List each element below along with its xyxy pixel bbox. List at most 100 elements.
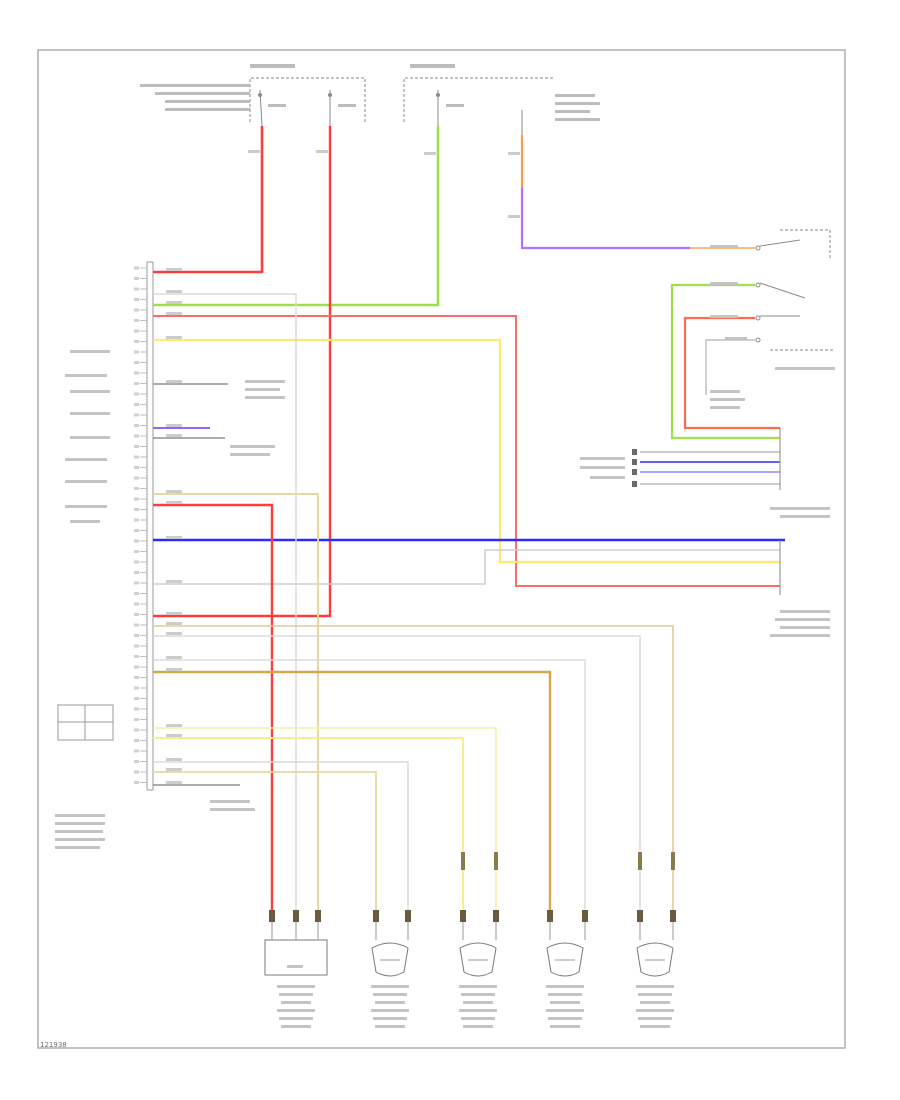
pin-number-mark [134, 781, 139, 784]
label-line [463, 1025, 493, 1028]
wire-tag [166, 290, 182, 293]
pin-number-mark [134, 571, 139, 574]
wire-yellow-green-2 [670, 283, 780, 440]
inline-connector [638, 852, 642, 870]
label-line [640, 1025, 670, 1028]
pin-number-mark [134, 413, 139, 417]
pin-number-mark [134, 592, 139, 595]
label-line [277, 1009, 315, 1012]
wire-purple-1 [520, 188, 690, 250]
pin-number-mark [134, 508, 139, 511]
pin-number-mark [134, 382, 139, 385]
pin-number-mark [134, 602, 139, 606]
label-line [546, 985, 584, 988]
sensor-module-center [264, 939, 328, 976]
inline-connector [671, 852, 675, 870]
document-id: 121938 [40, 1041, 67, 1049]
top-fuse-block-right [403, 77, 555, 135]
wire-gray-6 [153, 761, 409, 915]
pin-number-mark [134, 518, 139, 522]
wire-tag [166, 632, 182, 635]
label-line [461, 993, 495, 996]
pin-number-mark [134, 266, 139, 270]
pin-number-mark [134, 665, 139, 669]
wire-tag [508, 215, 520, 218]
pin-number-mark [134, 340, 139, 343]
wire-tag [424, 152, 436, 155]
wire-tan-1 [153, 493, 319, 915]
wire-red-orange-2 [683, 316, 780, 430]
pin-number-mark [134, 466, 139, 469]
ecu-connector-column [146, 261, 154, 791]
left-side-labels [55, 350, 110, 849]
terminal-pin [547, 910, 553, 922]
wire-tag [316, 150, 328, 153]
terminal-pin [670, 910, 676, 922]
label-line [279, 993, 313, 996]
label-line [371, 985, 409, 988]
wire-gray-4 [153, 659, 586, 915]
pin-number-mark [134, 424, 139, 427]
pin-number-mark [134, 707, 139, 711]
wire-yellow-3 [153, 727, 497, 915]
pin-number-mark [134, 728, 139, 732]
pin-number-mark [134, 487, 139, 490]
label-line [459, 985, 497, 988]
pin-number-mark [134, 529, 139, 532]
label-line [277, 985, 315, 988]
label-line [550, 1025, 580, 1028]
wire-red-4 [153, 503, 274, 915]
ecu-pin-ticks [134, 266, 147, 784]
wire-tag [248, 150, 260, 153]
terminal-pin [269, 910, 275, 922]
terminal-pin [460, 910, 466, 922]
wheel-sensors [371, 942, 674, 977]
wire-tag [166, 612, 182, 615]
wheel-speed-sensor [459, 942, 497, 977]
pin-number-mark [134, 277, 139, 280]
terminal-pin [405, 910, 411, 922]
wire-tag [166, 668, 182, 671]
wheel-speed-sensor [636, 942, 674, 977]
pin-number-mark [134, 644, 139, 648]
pin-number-mark [134, 560, 139, 564]
pin-number-mark [134, 434, 139, 438]
bus-terminals [632, 449, 637, 487]
wire-tag [166, 768, 182, 771]
wire-tag [166, 501, 182, 504]
terminal-pin [315, 910, 321, 922]
terminal-pin [373, 910, 379, 922]
pin-number-mark [134, 749, 139, 753]
label-line [279, 1017, 313, 1020]
top-fuse-block-left [249, 77, 366, 127]
pin-number-mark [134, 676, 139, 679]
label-line [281, 1025, 311, 1028]
wire-tag [166, 580, 182, 583]
label-line [548, 993, 582, 996]
terminal-pin [637, 910, 643, 922]
pin-number-mark [134, 497, 139, 501]
label-line [550, 1001, 580, 1004]
wire-black-ground [153, 383, 240, 786]
pin-number-mark [134, 770, 139, 774]
pin-number-mark [134, 539, 139, 543]
pin-number-mark [134, 319, 139, 322]
pin-number-mark [134, 287, 139, 291]
pin-number-mark [134, 445, 139, 448]
wire-tag [166, 301, 182, 304]
switch-symbols [755, 229, 835, 595]
wire-tag [166, 536, 182, 539]
label-line [546, 1009, 584, 1012]
label-line [459, 1009, 497, 1012]
label-line [371, 1009, 409, 1012]
wire-yellow-2 [153, 737, 464, 915]
pin-number-mark [134, 476, 139, 480]
wheel-speed-sensor [371, 942, 409, 977]
pin-number-mark [134, 739, 139, 742]
wire-tan-2 [153, 625, 674, 915]
terminal-pin [293, 910, 299, 922]
wire-tag [166, 424, 182, 427]
label-line [281, 1001, 311, 1004]
pin-number-mark [134, 329, 139, 333]
